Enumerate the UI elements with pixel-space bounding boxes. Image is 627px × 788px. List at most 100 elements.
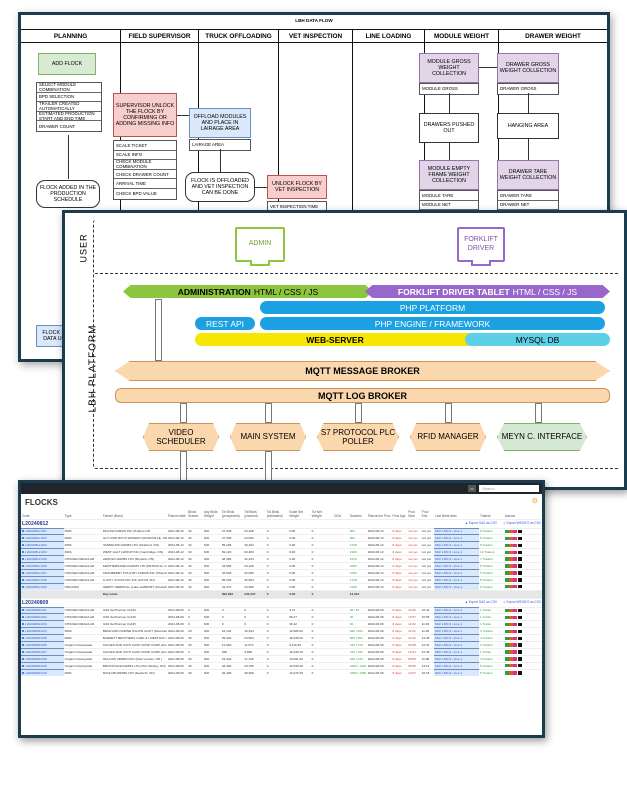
lock-icon[interactable] [513, 657, 518, 661]
lock-icon[interactable] [513, 543, 518, 548]
column-header[interactable]: Tot Birds (prospected) [221, 510, 240, 518]
lock-icon[interactable] [513, 622, 518, 627]
lock-icon[interactable] [513, 636, 518, 640]
delete-icon[interactable] [509, 536, 514, 541]
grid-icon[interactable]: ⚏ [468, 485, 476, 492]
edit-icon[interactable] [504, 615, 509, 620]
column-header[interactable]: Actions [504, 514, 516, 518]
column-header[interactable]: Type [64, 514, 72, 518]
delete-icon[interactable] [509, 657, 514, 661]
delete-icon[interactable] [509, 550, 514, 554]
delete-icon[interactable] [509, 585, 514, 589]
edit-icon[interactable] [504, 622, 509, 627]
print-icon[interactable] [517, 529, 522, 534]
column-header[interactable]: Code [22, 514, 30, 518]
column-header[interactable]: Farmer (Barn) [102, 514, 123, 518]
column-header[interactable]: Line Birds lines [435, 514, 457, 518]
delete-icon[interactable] [509, 529, 514, 534]
edit-icon[interactable] [504, 536, 509, 541]
edit-icon[interactable] [504, 529, 509, 534]
expand-dot-icon[interactable] [22, 544, 24, 547]
expand-dot-icon[interactable] [22, 616, 24, 619]
expand-dot-icon[interactable] [22, 578, 24, 581]
expand-dot-icon[interactable] [22, 623, 24, 626]
expand-dot-icon[interactable] [22, 558, 24, 560]
column-header[interactable]: Prod Age [392, 514, 406, 518]
print-icon[interactable] [517, 536, 522, 541]
edit-icon[interactable] [504, 571, 509, 575]
delete-icon[interactable] [509, 557, 514, 561]
export-weight-link[interactable]: ⇩ Export WEIGHT as CSV [502, 520, 541, 525]
print-icon[interactable] [517, 564, 522, 568]
print-icon[interactable] [517, 671, 522, 675]
column-header[interactable]: Avg Birds Weight [203, 510, 218, 518]
expand-dot-icon[interactable] [22, 585, 24, 588]
lock-icon[interactable] [513, 550, 518, 554]
delete-icon[interactable] [509, 622, 514, 627]
delete-icon[interactable] [509, 643, 514, 647]
lock-icon[interactable] [513, 564, 518, 568]
lock-icon[interactable] [513, 664, 518, 668]
expand-dot-icon[interactable] [22, 630, 24, 633]
expand-dot-icon[interactable] [22, 637, 24, 640]
delete-icon[interactable] [509, 615, 514, 620]
print-icon[interactable] [517, 585, 522, 589]
lock-icon[interactable] [513, 585, 518, 589]
edit-icon[interactable] [504, 636, 509, 640]
expand-dot-icon[interactable] [22, 664, 24, 667]
lock-icon[interactable] [513, 671, 518, 675]
edit-icon[interactable] [504, 578, 509, 582]
expand-dot-icon[interactable] [22, 643, 24, 646]
edit-icon[interactable] [504, 643, 509, 647]
print-icon[interactable] [517, 578, 522, 582]
column-header[interactable]: Placem date [167, 514, 186, 518]
export-sas-link[interactable]: ▲ Export SAS as CSV [464, 599, 497, 604]
print-icon[interactable] [517, 622, 522, 627]
lock-icon[interactable] [513, 629, 518, 633]
print-icon[interactable] [517, 629, 522, 633]
delete-icon[interactable] [509, 629, 514, 633]
column-header[interactable]: Birds/ Drawer [188, 510, 199, 518]
expand-dot-icon[interactable] [22, 530, 24, 533]
lock-icon[interactable] [513, 557, 518, 561]
print-icon[interactable] [517, 557, 522, 561]
expand-dot-icon[interactable] [22, 571, 24, 574]
edit-icon[interactable] [504, 671, 509, 675]
print-icon[interactable] [517, 636, 522, 640]
lock-icon[interactable] [513, 571, 518, 575]
delete-icon[interactable] [509, 664, 514, 668]
export-sas-link[interactable]: ▲ Export SAS as CSV [464, 520, 497, 525]
print-icon[interactable] [517, 571, 522, 575]
column-header[interactable]: Tot Birds (estimated) [266, 510, 283, 518]
column-header[interactable]: Scale Net Weight [289, 510, 304, 518]
print-icon[interactable] [517, 615, 522, 620]
edit-icon[interactable] [504, 550, 509, 554]
search-input[interactable]: Search [479, 485, 539, 492]
expand-dot-icon[interactable] [22, 564, 24, 567]
column-header[interactable]: Planned to Proc [367, 514, 391, 518]
delete-icon[interactable] [509, 564, 514, 568]
column-header[interactable]: Tot Net Weight [311, 510, 322, 518]
expand-dot-icon[interactable] [22, 657, 24, 660]
print-icon[interactable] [517, 608, 522, 613]
delete-icon[interactable] [509, 543, 514, 548]
edit-icon[interactable] [504, 664, 509, 668]
lock-icon[interactable] [513, 578, 518, 582]
edit-icon[interactable] [504, 557, 509, 561]
edit-icon[interactable] [504, 543, 509, 548]
